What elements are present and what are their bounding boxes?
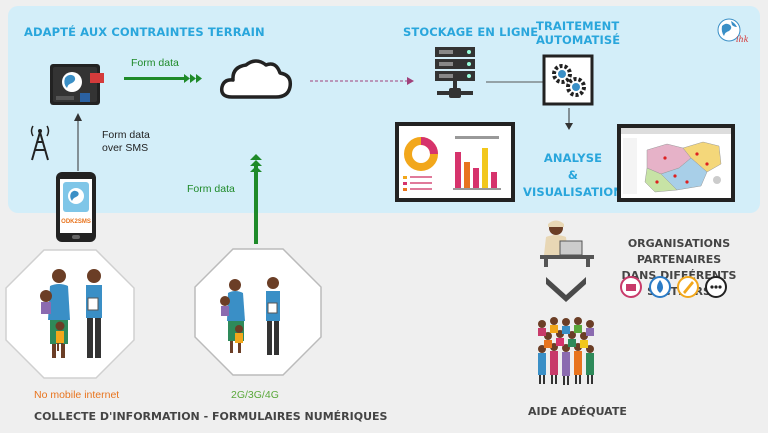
home-button — [72, 235, 80, 239]
worker-icon — [540, 220, 594, 267]
collection-caption: COLLECTE D'INFORMATION - FORMULAIRES NUM… — [34, 410, 388, 423]
app-icon — [63, 182, 89, 212]
chevron-down-icon — [546, 277, 586, 302]
crowd-icon — [538, 317, 594, 385]
green-arrow-to-cloud — [124, 74, 202, 83]
processing-title-line1: TRAITEMENT — [536, 19, 620, 33]
no-internet-label: No mobile internet — [34, 389, 120, 401]
analysis-title-line2: & VISUALISATION — [522, 168, 624, 199]
dashed-arrow-to-storage — [310, 77, 414, 85]
adequate-aid-caption: AIDE ADÉQUATE — [528, 405, 627, 418]
processing-title-line2: AUTOMATISÉ — [536, 33, 621, 47]
arrow-sms-up — [74, 113, 82, 171]
analysis-title: ANALYSE & VISUALISATION — [518, 150, 628, 201]
analysis-title-line1: ANALYSE — [543, 151, 603, 165]
logo-globe-icon: ihk — [717, 18, 749, 44]
raspberry-board-icon — [50, 64, 104, 105]
gears-icon — [542, 54, 594, 106]
arrow-to-analysis — [565, 108, 573, 130]
water-sector-icon — [649, 276, 671, 298]
green-arrow-up-to-cloud — [250, 154, 262, 244]
education-sector-icon — [677, 276, 699, 298]
smartphone-icon: ODK2SMS — [56, 172, 96, 242]
more-sectors-icon — [705, 276, 727, 298]
storage-title: STOCKAGE EN LIGNE — [403, 25, 539, 39]
form-data-sms-line1: Form data — [102, 129, 150, 141]
network-label: 2G/3G/4G — [231, 389, 279, 401]
smartphone-screen: ODK2SMS — [60, 179, 92, 233]
connector-storage-processing — [486, 81, 544, 83]
terrain-title: ADAPTÉ AUX CONTRAINTES TERRAIN — [24, 25, 265, 39]
phone-app-label: ODK2SMS — [61, 219, 91, 225]
svg-text:ihk: ihk — [736, 35, 749, 44]
sector-icons-row — [620, 276, 727, 298]
processing-title: TRAITEMENT AUTOMATISÉ — [536, 19, 621, 47]
partners-line1: ORGANISATIONS PARTENAIRES — [627, 237, 731, 266]
map-screen-icon — [617, 124, 735, 202]
server-icon — [435, 47, 475, 98]
dashboard-icon — [395, 122, 515, 202]
antenna-icon — [30, 125, 50, 161]
form-data-sms-label: Form data over SMS — [102, 129, 150, 155]
community-network-octagon — [194, 248, 322, 376]
form-data-top-label: Form data — [131, 57, 179, 69]
health-sector-icon — [620, 276, 642, 298]
form-data-sms-line2: over SMS — [102, 142, 149, 154]
form-data-mid-label: Form data — [187, 183, 235, 195]
cloud-icon — [219, 59, 293, 99]
community-no-internet-octagon — [5, 249, 135, 379]
